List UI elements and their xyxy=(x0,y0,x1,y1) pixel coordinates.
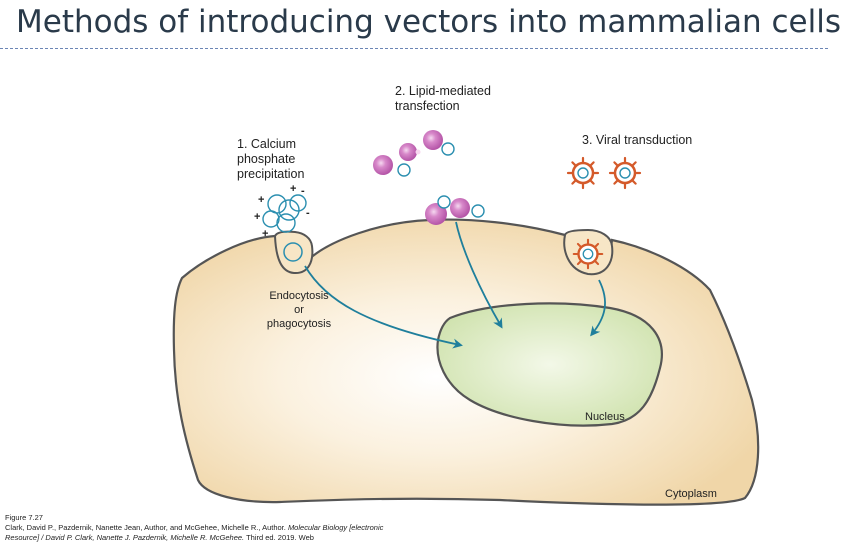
figure-citation: Figure 7.27 Clark, David P., Pazdernik, … xyxy=(5,513,405,542)
lipid-complex-outside xyxy=(373,130,455,177)
lipid-transfection-label-line2: transfection xyxy=(395,99,460,113)
internalized-virus-icon xyxy=(572,238,604,270)
calcium-phosphate-label-line2: phosphate xyxy=(237,152,296,166)
charge-symbol: + xyxy=(258,194,264,206)
calcium-phosphate-precipitate xyxy=(262,194,307,233)
calcium-phosphate-label-line3: precipitation xyxy=(237,167,305,181)
lipid-transfection-label-line1: 2. Lipid-mediated xyxy=(395,84,491,98)
viral-arrow xyxy=(590,279,606,337)
uptake-label-line2: or xyxy=(294,304,304,316)
citation-text: Clark, David P., Pazdernik, Nanette Jean… xyxy=(5,523,405,543)
charge-symbol: - xyxy=(306,207,310,219)
uptake-label-line1: Endocytosis xyxy=(269,290,329,302)
endocytosis-arrow xyxy=(304,265,463,349)
calcium-phosphate-label-line1: 1. Calcium xyxy=(237,137,297,151)
slide-title: Methods of introducing vectors into mamm… xyxy=(16,4,841,40)
citation-edition: Third ed. 2019. Web xyxy=(244,532,314,542)
title-divider xyxy=(0,48,828,49)
charge-symbol: + xyxy=(254,211,260,223)
lipid-arrow xyxy=(455,221,503,329)
figure-number: Figure 7.27 xyxy=(5,513,43,522)
virus-icon xyxy=(608,156,642,190)
nucleus xyxy=(436,302,663,427)
uptake-label: Endocytosis or phagocytosis xyxy=(258,289,340,331)
lipid-transfection-label: 2. Lipid-mediated transfection xyxy=(395,84,491,114)
calcium-phosphate-label: 1. Calcium phosphate precipitation xyxy=(237,137,304,182)
cytoplasm-label: Cytoplasm xyxy=(665,488,717,500)
viral-transduction-label: 3. Viral transduction xyxy=(582,133,693,147)
charge-symbol: - xyxy=(301,185,305,197)
charge-symbols: + + - + - + xyxy=(254,183,310,240)
nucleus-label: Nucleus xyxy=(585,411,625,423)
dna-precipitate-internalized xyxy=(283,242,303,262)
citation-book-title: Molecular Biology [electronic Resource] … xyxy=(5,522,384,542)
charge-symbol: + xyxy=(262,228,268,240)
lipid-complex-membrane xyxy=(425,195,485,225)
charge-symbol: + xyxy=(290,183,296,195)
virus-icon xyxy=(566,156,600,190)
citation-authors: Clark, David P., Pazdernik, Nanette Jean… xyxy=(5,522,288,532)
uptake-label-line3: phagocytosis xyxy=(266,318,332,330)
